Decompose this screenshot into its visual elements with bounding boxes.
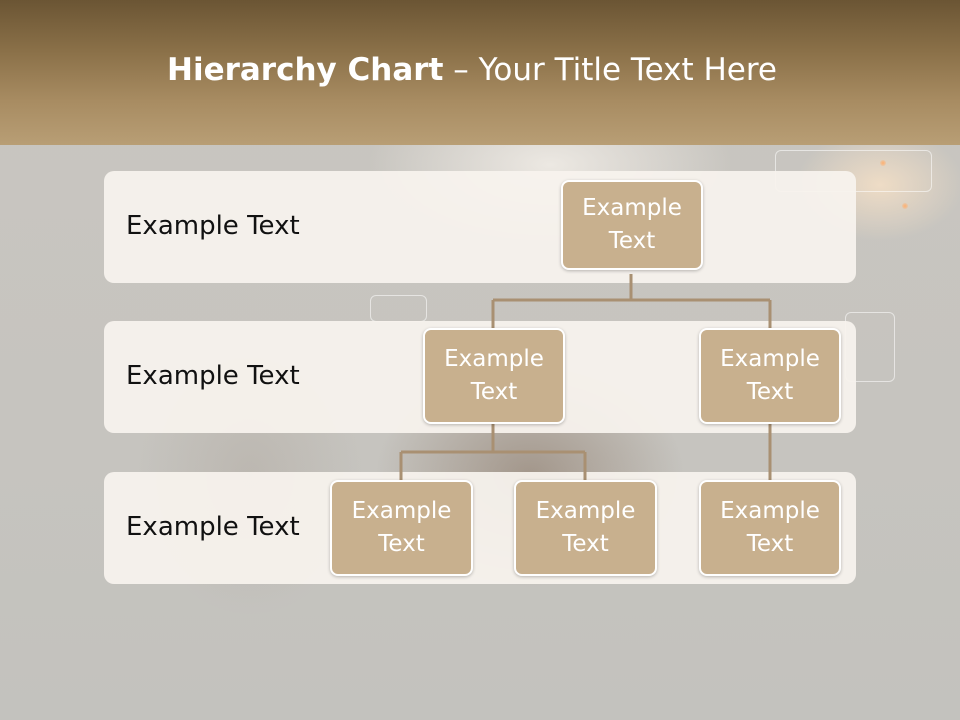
title-bold: Hierarchy Chart — [167, 52, 444, 88]
node-leaf-1-text: Example Text — [351, 498, 452, 557]
node-leaf-3[interactable]: Example Text — [699, 480, 841, 576]
level-band-1 — [104, 171, 856, 283]
node-root-text: Example Text — [582, 195, 682, 254]
node-leaf-2[interactable]: Example Text — [514, 480, 657, 576]
title-banner — [0, 0, 960, 145]
node-leaf-2-text: Example Text — [535, 498, 636, 557]
node-leaf-1[interactable]: Example Text — [330, 480, 473, 576]
level-label-3: Example Text — [126, 512, 300, 542]
slide-title: Hierarchy Chart – Your Title Text Here — [0, 52, 944, 88]
node-mid-right[interactable]: Example Text — [699, 328, 841, 424]
node-mid-right-text: Example Text — [720, 346, 820, 405]
node-root[interactable]: Example Text — [561, 180, 703, 270]
node-leaf-3-text: Example Text — [720, 498, 820, 557]
level-label-2: Example Text — [126, 361, 300, 391]
decorative-spark — [902, 203, 908, 209]
decorative-spark — [880, 160, 886, 166]
level-label-1: Example Text — [126, 211, 300, 241]
node-mid-left[interactable]: Example Text — [423, 328, 565, 424]
node-mid-left-text: Example Text — [444, 346, 544, 405]
title-rest: – Your Title Text Here — [443, 52, 777, 88]
